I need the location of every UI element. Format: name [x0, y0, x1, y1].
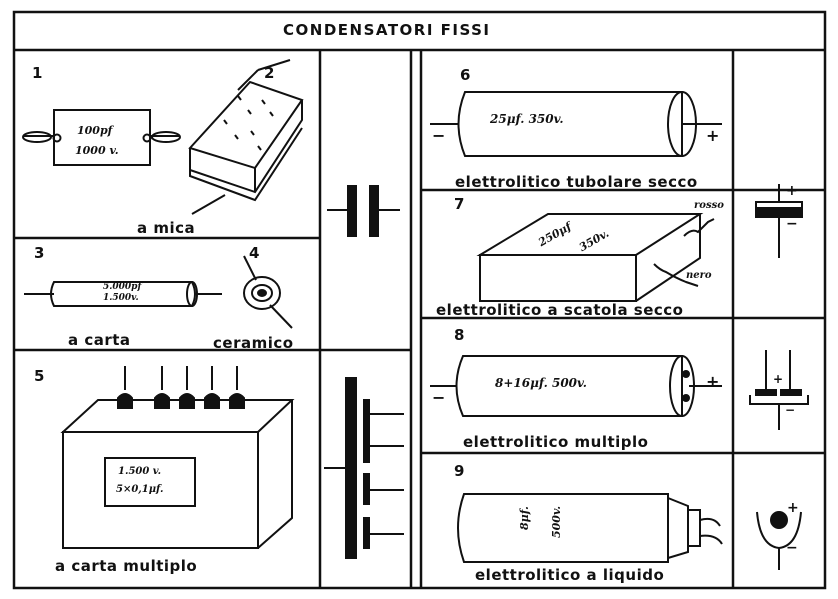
- label-multiple-electrolytic: elettrolitico multiplo: [463, 433, 649, 451]
- value-paper-capacitance: 5.000pf: [103, 282, 142, 292]
- cell-number-7: 7: [454, 195, 465, 213]
- multiple-paper-capacitor: [60, 366, 295, 549]
- plus-sign-multiple-symbol: +: [773, 372, 784, 386]
- minus-sign-multiple-symbol: −: [785, 403, 796, 417]
- minus-sign-tubular: −: [432, 126, 446, 145]
- cell-number-3: 3: [34, 244, 45, 262]
- wire-black-label: nero: [686, 270, 712, 281]
- liquid-electrolytic: [457, 493, 723, 563]
- label-tubular-electrolytic: elettrolitico tubolare secco: [455, 173, 698, 191]
- multiple-capacitor-symbol: [324, 377, 404, 559]
- value-multiple-electrolytic: 8+16μf. 500v.: [495, 376, 587, 390]
- label-ceramic: ceramico: [213, 334, 294, 352]
- ceramic-capacitor: [243, 255, 293, 329]
- outer-frame: [12, 10, 827, 590]
- value-mica-voltage: 1000 v.: [75, 144, 119, 157]
- liquid-electrolytic-symbol: [756, 511, 802, 570]
- minus-sign-electrolytic-symbol: −: [786, 216, 798, 232]
- plus-sign-liquid-symbol: +: [787, 500, 799, 516]
- value-tubular: 25μf. 350v.: [490, 112, 564, 126]
- label-paper: a carta: [68, 331, 131, 349]
- value-paper-voltage: 1.500v.: [103, 293, 139, 303]
- cell-number-2: 2: [264, 64, 275, 82]
- minus-sign-liquid-symbol: −: [786, 540, 798, 556]
- electrolytic-symbol: [755, 184, 803, 258]
- page-title: CONDENSATORI FISSI: [283, 21, 491, 39]
- label-multiple-paper: a carta multiplo: [55, 557, 198, 575]
- tubular-electrolytic: [430, 91, 722, 157]
- multiple-electrolytic: [430, 355, 722, 417]
- value-liquid-voltage: 500v.: [550, 505, 563, 538]
- box-electrolytic: [476, 213, 715, 302]
- plus-sign-multiple: +: [706, 372, 720, 391]
- wire-red-label: rosso: [694, 200, 724, 211]
- label-box-electrolytic: elettrolitico a scatola secco: [436, 301, 684, 319]
- capacitor-symbol: [327, 185, 400, 237]
- paper-capacitor: [24, 281, 222, 307]
- mica-capacitor-2: [188, 59, 304, 215]
- value-multipaper-voltage: 1.500 v.: [118, 466, 162, 477]
- cell-number-9: 9: [454, 462, 465, 480]
- label-liquid-electrolytic: elettrolitico a liquido: [475, 566, 665, 584]
- minus-sign-multiple: −: [432, 388, 446, 407]
- value-multipaper-capacitance: 5×0,1μf.: [116, 484, 164, 495]
- cell-number-5: 5: [34, 367, 45, 385]
- value-liquid-capacitance: 8μf.: [518, 506, 531, 530]
- mica-capacitor-1: [22, 109, 181, 166]
- plus-sign-tubular: +: [706, 126, 720, 145]
- cell-number-4: 4: [249, 244, 260, 262]
- label-mica: a mica: [137, 219, 196, 237]
- plus-sign-electrolytic-symbol: +: [786, 183, 798, 199]
- cell-number-6: 6: [460, 66, 471, 84]
- multiple-electrolytic-symbol: [749, 350, 809, 430]
- cell-number-1: 1: [32, 64, 43, 82]
- value-mica-capacitance: 100pf: [77, 124, 113, 137]
- cell-number-8: 8: [454, 326, 465, 344]
